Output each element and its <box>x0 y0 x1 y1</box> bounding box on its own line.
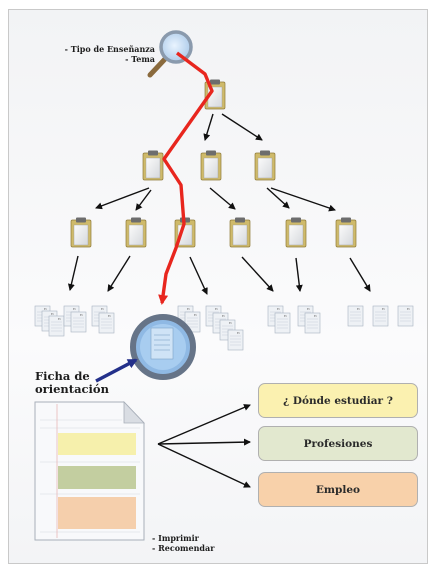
recommend-action[interactable]: - Recomendar <box>152 543 215 553</box>
clipboard-icons <box>70 79 357 248</box>
tree-arrows <box>67 113 371 488</box>
search-criteria-label: - Tipo de Enseñanza - Tema <box>40 44 155 64</box>
clipboard-icon <box>335 217 357 248</box>
orientation-sheet-title: Ficha de orientación <box>35 370 109 396</box>
pointer-arrow <box>95 358 138 383</box>
magnifier-icon <box>147 30 193 78</box>
document-icons <box>34 305 414 351</box>
sheet-section-orange <box>58 497 136 529</box>
orientation-sheet <box>34 401 145 541</box>
clipboard-icon <box>254 150 276 181</box>
orientation-title-line2: orientación <box>35 382 109 396</box>
employment-option[interactable]: Empleo <box>258 472 418 507</box>
search-criteria-topic: - Tema <box>125 54 155 64</box>
clipboard-icon <box>142 150 164 181</box>
professions-option[interactable]: Profesiones <box>258 426 418 461</box>
clipboard-icon <box>125 217 147 248</box>
clipboard-icon <box>70 217 92 248</box>
clipboard-icon <box>285 217 307 248</box>
navigation-path <box>158 51 214 305</box>
clipboard-icon <box>200 150 222 181</box>
search-criteria-type: - Tipo de Enseñanza <box>64 44 155 54</box>
sheet-section-green <box>58 466 136 489</box>
clipboard-icon <box>229 217 251 248</box>
zoom-lens-icon <box>130 314 196 380</box>
orientation-title-line1: Ficha de <box>35 369 90 383</box>
where-to-study-option[interactable]: ¿ Dónde estudiar ? <box>258 383 418 418</box>
sheet-actions: - Imprimir - Recomendar <box>152 533 214 553</box>
print-action[interactable]: - Imprimir <box>152 533 199 543</box>
sheet-section-yellow <box>58 433 136 455</box>
